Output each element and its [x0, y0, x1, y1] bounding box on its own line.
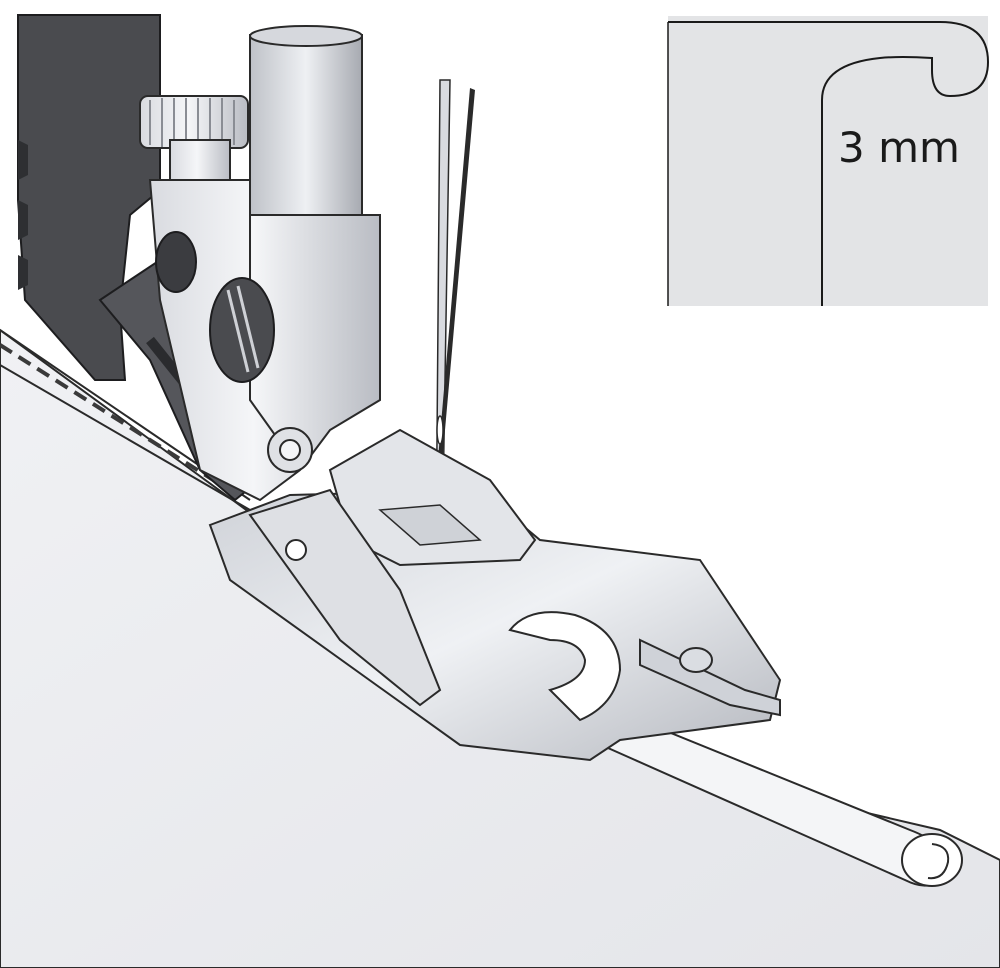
stitch-line — [0, 343, 242, 499]
sole-rivet-icon — [285, 539, 307, 561]
hem-width-label: 3 mm — [838, 123, 960, 172]
rolled-hem-presser-foot — [208, 428, 782, 762]
fabric-edge-fold — [0, 364, 251, 511]
shank-hole-icon — [155, 231, 197, 293]
hem-width-inset: 3 mm — [667, 16, 990, 306]
hem-scroll-opening — [508, 611, 622, 722]
foot-shank — [148, 179, 381, 502]
set-screw-icon — [209, 277, 275, 383]
rolled-hem-end-icon — [901, 833, 963, 887]
guide-screw-icon — [679, 647, 713, 673]
presser-bar — [249, 25, 363, 236]
thumb-screw-icon — [139, 95, 249, 191]
